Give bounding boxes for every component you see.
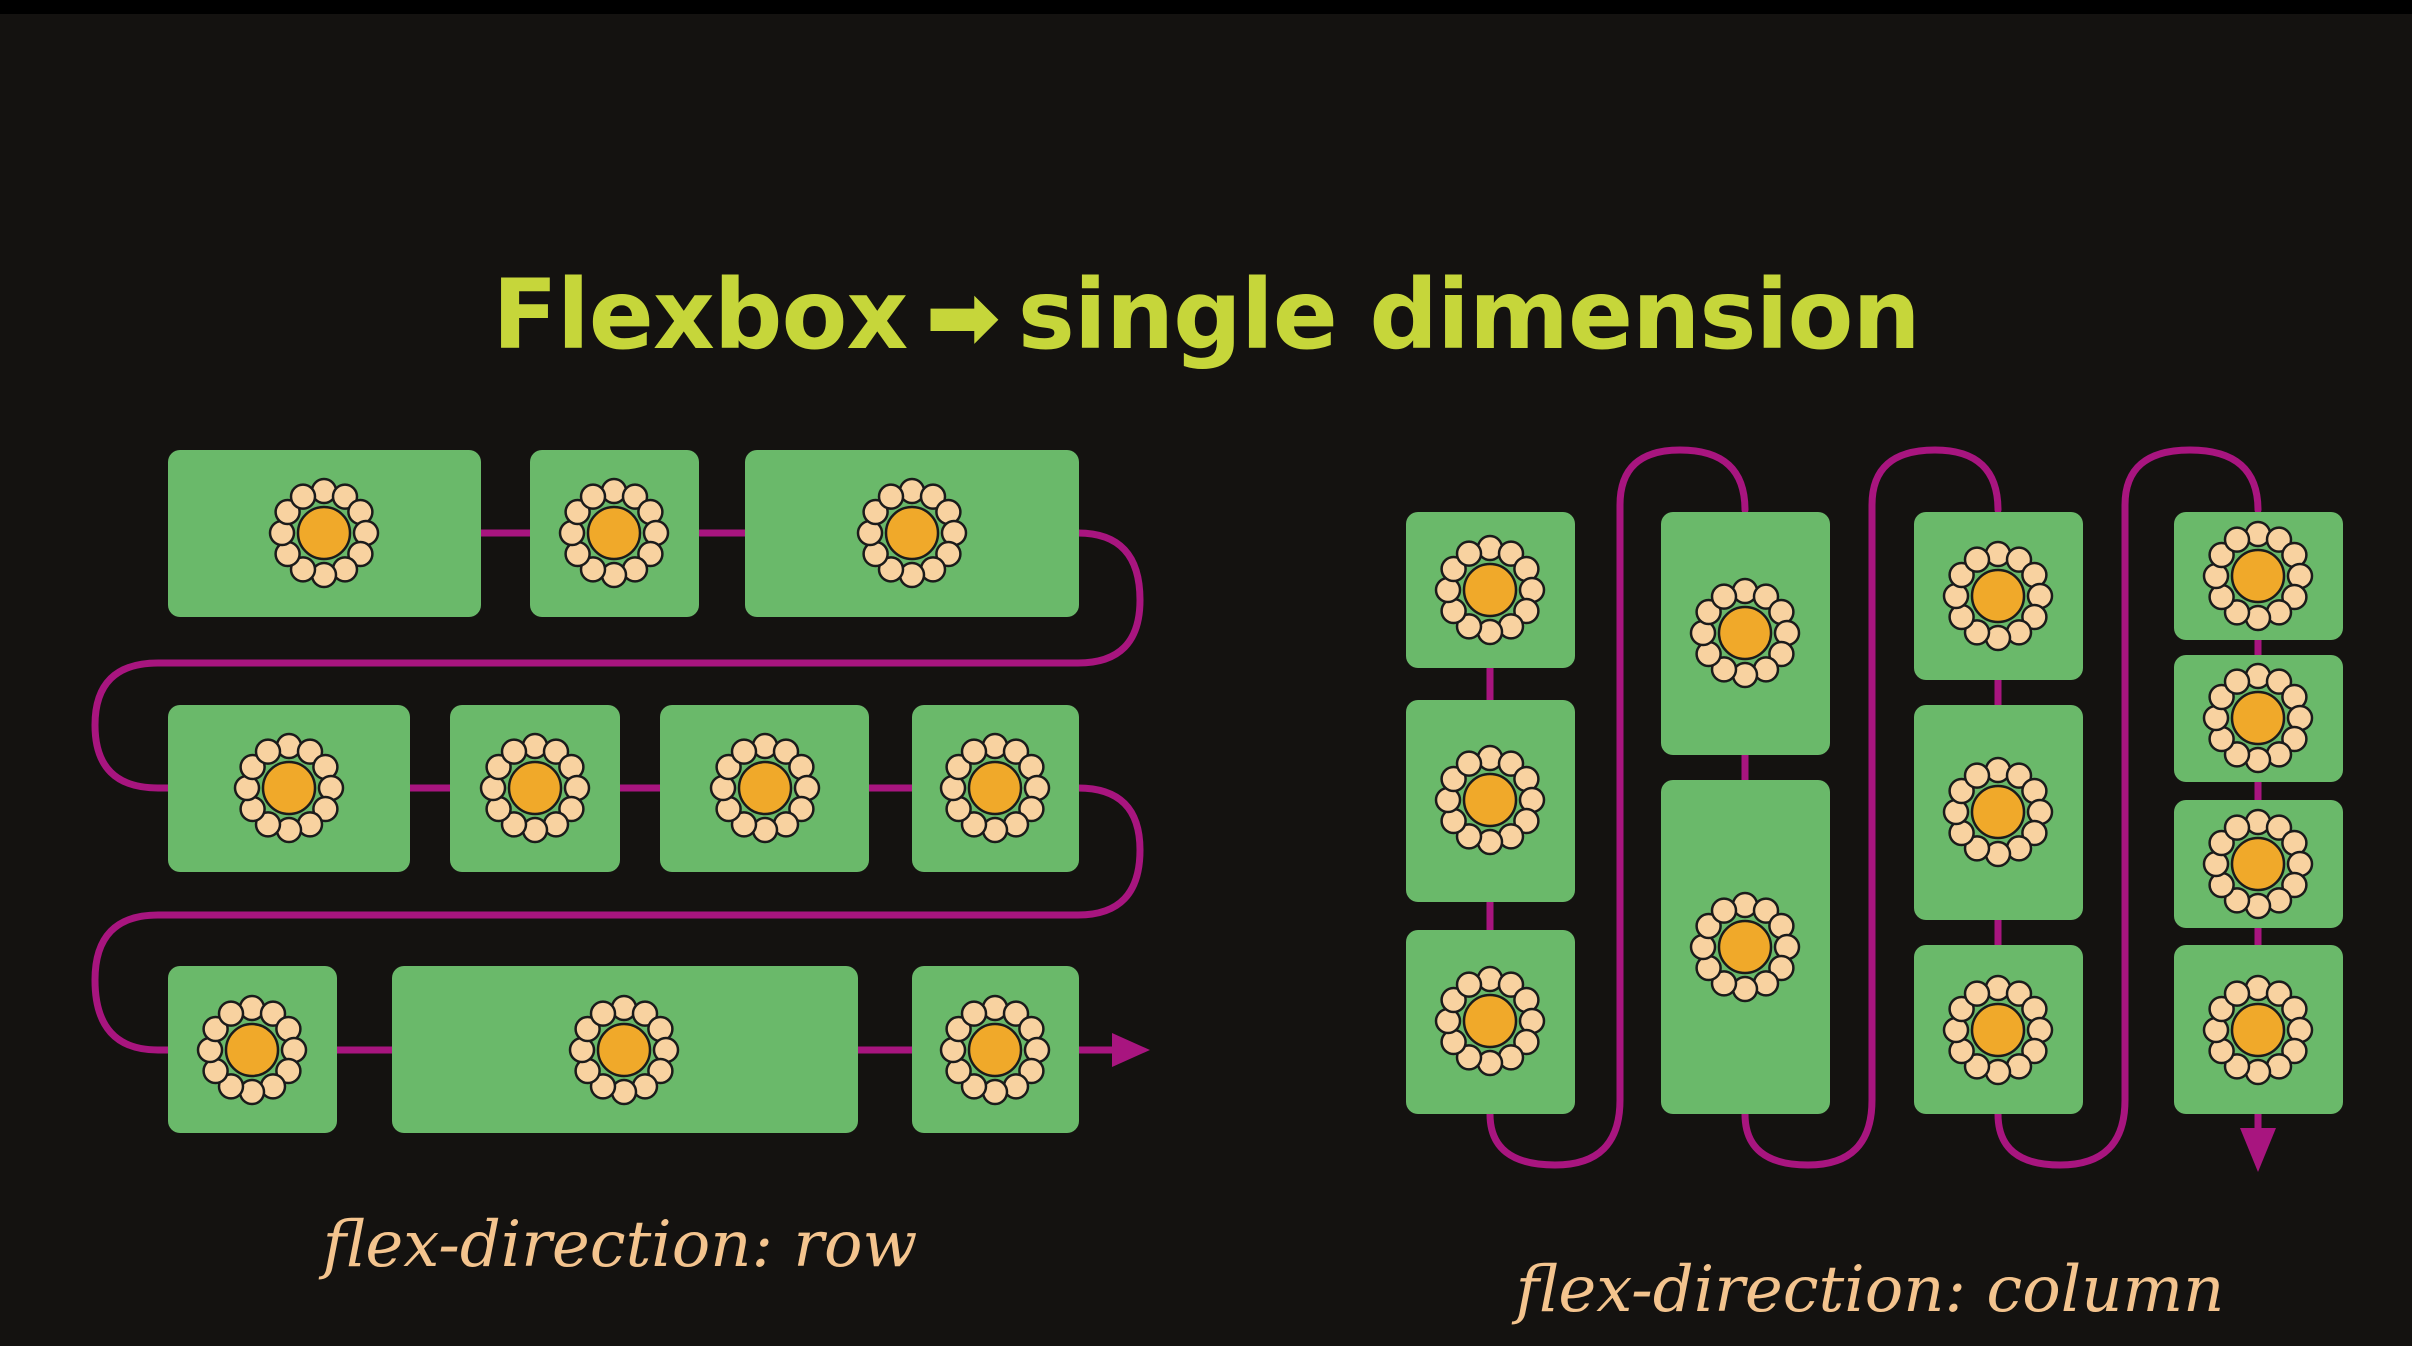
caption-flex-direction-column: flex-direction: column (1515, 1253, 2225, 1327)
row-flow-line (91, 529, 1144, 1054)
column-arrowhead-icon (2240, 1128, 2276, 1172)
slide-title: Flexbox➡single dimension (0, 255, 2412, 378)
row-arrowhead-icon (1112, 1033, 1150, 1067)
title-flexbox: Flexbox (492, 259, 908, 371)
title-single-dimension: single dimension (1017, 259, 1921, 371)
right-arrow-icon: ➡ (925, 265, 1000, 370)
caption-flex-direction-row: flex-direction: row (322, 1208, 918, 1282)
column-flow-line (1486, 446, 2262, 1169)
